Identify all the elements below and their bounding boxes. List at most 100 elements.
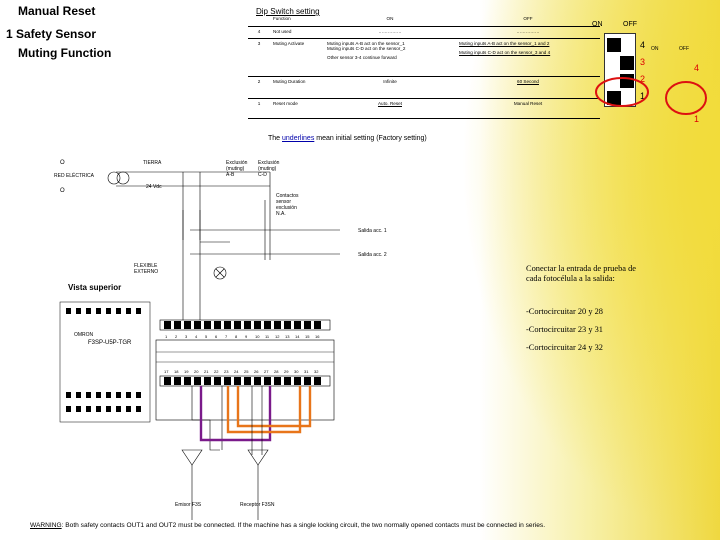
switch-off-small-label: OFF xyxy=(679,46,689,52)
switch-red-digit-1: 1 xyxy=(694,114,700,124)
label-salida-2: Salida acc. 2 xyxy=(358,252,387,258)
red-oval-right xyxy=(665,81,707,115)
terminal-label-bottom: 22 xyxy=(214,369,219,374)
terminal-label-top: 10 xyxy=(255,334,260,339)
terminal-label-top: 13 xyxy=(285,334,290,339)
terminal-label-top: 2 xyxy=(175,334,178,339)
terminal-label-bottom: 24 xyxy=(234,369,239,374)
terminal-label-bottom: 18 xyxy=(174,369,179,374)
row-number: 3 xyxy=(248,38,270,77)
label-line: EXTERNO xyxy=(134,269,159,275)
row-function: Muting Duration xyxy=(270,76,324,99)
label-line: C-D xyxy=(258,172,267,178)
title-safety-sensor: 1 Safety Sensor xyxy=(6,27,97,41)
terminal-label-top: 4 xyxy=(195,334,198,339)
note-pre: The xyxy=(268,135,283,142)
row-on-line: Other sensor 3-4 continue forward xyxy=(327,54,397,60)
warning-text: : Both safety contacts OUT1 and OUT2 mus… xyxy=(61,522,546,529)
svg-text:O: O xyxy=(60,188,65,194)
spanish-line-3: -Cortocircuitar 24 y 32 xyxy=(526,343,603,352)
terminal-label-bottom: 30 xyxy=(294,369,299,374)
row-off: …………… xyxy=(456,26,600,39)
terminal-label-top: 14 xyxy=(295,334,300,339)
terminal-label-top: 12 xyxy=(275,334,280,339)
switch-red-digit-4: 4 xyxy=(694,63,700,73)
terminal-label-top: 3 xyxy=(185,334,188,339)
terminal-label-bottom: 32 xyxy=(314,369,319,374)
terminal-label-bottom: 27 xyxy=(264,369,269,374)
row-function: Not used xyxy=(270,26,324,39)
row-number: 4 xyxy=(248,26,270,39)
label-red-electrica: RED ELÉCTRICA xyxy=(54,173,95,179)
switch-digit-2: 2 xyxy=(640,74,646,84)
label-vista-superior: Vista superior xyxy=(68,283,122,292)
wiring-diagram: O O 1 xyxy=(59,160,340,520)
row-number: 2 xyxy=(248,76,270,99)
label-line: Exclusión xyxy=(258,160,280,166)
label-24vdc: 24 Vdc xyxy=(146,184,162,190)
label-line: Contactos xyxy=(276,193,299,199)
terminal-label-top: 16 xyxy=(315,334,320,339)
label-brand: OMRON xyxy=(74,332,94,338)
note-post: mean initial setting (Factory setting) xyxy=(314,135,427,142)
switch-digit-1: 1 xyxy=(640,91,646,101)
label-line: sensor xyxy=(276,199,292,205)
label-line: exclusión xyxy=(276,205,297,211)
red-oval-left xyxy=(595,77,649,107)
label-line: (muting) xyxy=(258,166,277,172)
label-tierra: TIERRA xyxy=(143,160,162,166)
title-muting-function: Muting Function xyxy=(18,46,112,60)
switch-digit-3: 3 xyxy=(640,57,646,67)
switch-toggle-3 xyxy=(620,56,634,70)
terminal-label-top: 6 xyxy=(215,334,218,339)
table-header-row: Function ON OFF xyxy=(248,14,600,27)
table-row: 4 Not used …………… …………… xyxy=(248,26,600,39)
terminal-label-bottom: 21 xyxy=(204,369,209,374)
label-line: FLEXIBLE xyxy=(134,263,158,269)
title-manual-reset: Manual Reset xyxy=(18,4,96,18)
terminal-label-bottom: 19 xyxy=(184,369,189,374)
spanish-instruction: Conectar la entrada de prueba de cada fo… xyxy=(526,264,636,283)
row-on: Infinite xyxy=(324,76,456,99)
header-off: OFF xyxy=(456,14,600,27)
table-row: 2 Muting Duration Infinite 60 Second xyxy=(248,76,600,99)
terminal-label-top: 9 xyxy=(245,334,248,339)
row-on: …………… xyxy=(324,26,456,39)
switch-on-label: ON xyxy=(592,21,603,28)
terminal-label-bottom: 28 xyxy=(274,369,279,374)
table-row: 3 Muting Activate Muting inputs A-B act … xyxy=(248,38,600,77)
terminal-label-top: 1 xyxy=(165,334,168,339)
header-function: Function xyxy=(270,14,324,27)
row-number: 1 xyxy=(248,98,270,119)
label-exclusion-ab: Exclusión(muting)A-B xyxy=(226,160,247,178)
header-on: ON xyxy=(324,14,456,27)
label-line: Exclusión xyxy=(226,160,248,166)
row-off: 60 Second xyxy=(456,76,600,99)
switch-toggle-1 xyxy=(607,91,621,105)
svg-text:O: O xyxy=(60,160,65,166)
spanish-line-1: -Cortocircuitar 20 y 28 xyxy=(526,307,603,316)
warning-label: WARNING xyxy=(30,522,62,529)
dip-switch-heading: Dip Switch setting xyxy=(256,7,320,16)
row-on: Muting inputs A-B act on the sensor_1 Mu… xyxy=(324,38,456,77)
row-off: Manual Reset xyxy=(456,98,600,119)
row-function: Reset mode xyxy=(270,98,324,119)
label-sensor-receptor: Receptor F3SN xyxy=(240,502,275,508)
warning-note: WARNING: Both safety contacts OUT1 and O… xyxy=(30,522,545,529)
row-function: Muting Activate xyxy=(270,38,324,77)
factory-setting-note: The underlines mean initial setting (Fac… xyxy=(268,135,427,142)
terminal-label-top: 5 xyxy=(205,334,208,339)
label-exclusion-cd: Exclusión(muting)C-D xyxy=(258,160,279,178)
row-off-line: Muting inputs A-B act on the sensor_1 an… xyxy=(459,40,550,46)
label-line: N.A. xyxy=(276,211,286,217)
row-on: Auto. Reset xyxy=(324,98,456,119)
switch-digit-4: 4 xyxy=(640,40,646,50)
terminal-label-bottom: 23 xyxy=(224,369,229,374)
terminal-label-bottom: 20 xyxy=(194,369,199,374)
terminal-label-bottom: 31 xyxy=(304,369,309,374)
label-salida-1: Salida acc. 1 xyxy=(358,228,387,234)
terminal-label-bottom: 17 xyxy=(164,369,169,374)
row-off-line: Muting inputs C-D act on the sensor_3 an… xyxy=(459,49,551,55)
